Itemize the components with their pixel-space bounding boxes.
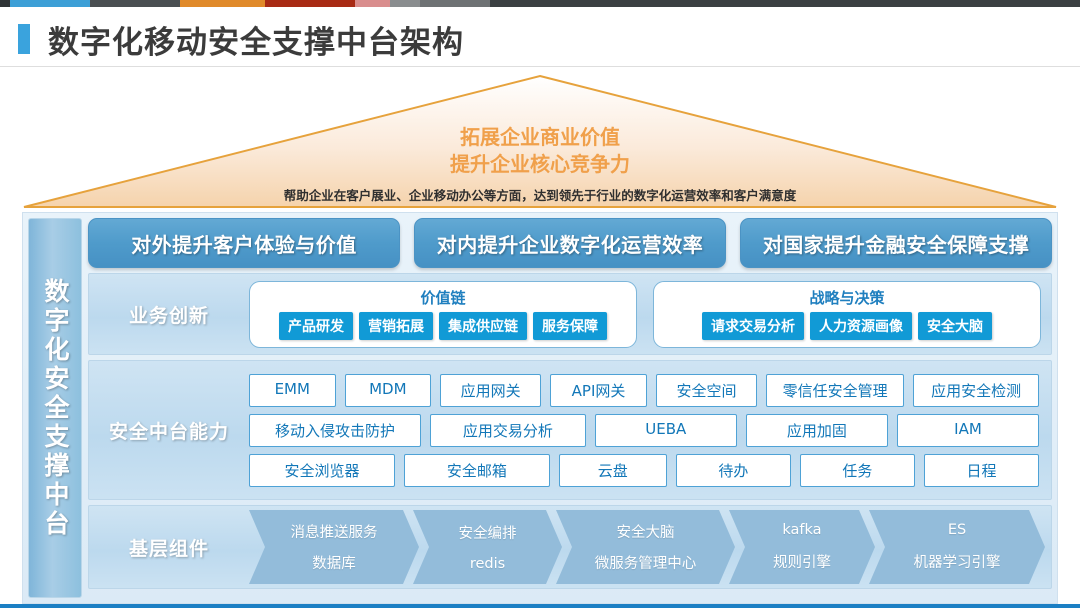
innovation-chip[interactable]: 产品研发 xyxy=(279,311,353,340)
innovation-group-title: 战略与决策 xyxy=(809,288,885,307)
innovation-group-title: 价值链 xyxy=(420,288,466,307)
top-bar-segment-4 xyxy=(265,0,355,7)
roof-triangle-shape xyxy=(23,74,1057,208)
top-bar-segment-8 xyxy=(490,0,1080,7)
innovation-group-1: 价值链产品研发营销拓展集成供应链服务保障 xyxy=(249,280,637,348)
roof-line-2: 提升企业核心竞争力 xyxy=(450,152,630,176)
layer-label-base-components: 基层组件 xyxy=(128,537,209,560)
capability-chip[interactable]: 待办 xyxy=(675,453,791,487)
page-title: 数字化移动安全支撑中台架构 xyxy=(48,24,464,61)
top-bar-segment-2 xyxy=(90,0,180,7)
innovation-group-2: 战略与决策请求交易分析人力资源画像安全大脑 xyxy=(653,280,1041,348)
capability-chip[interactable]: 零信任安全管理 xyxy=(766,373,905,407)
capability-chip[interactable]: 日程 xyxy=(923,453,1040,487)
layer-stack: 对外提升客户体验与价值 对内提升企业数字化运营效率 对国家提升金融安全保障支撑 业务… xyxy=(88,218,1052,598)
goal-banner-3[interactable]: 对国家提升金融安全保障支撑 xyxy=(740,218,1052,268)
base-component-arrow-top-label: ES xyxy=(947,522,967,539)
top-bar-segment-1 xyxy=(10,0,90,7)
capability-chip[interactable]: 应用加固 xyxy=(745,413,888,447)
base-component-arrow-3[interactable]: 安全大脑微服务管理中心 xyxy=(556,510,735,584)
base-component-arrow-top-label: kafka xyxy=(782,522,822,539)
base-component-arrow-bottom-label: 数据库 xyxy=(312,556,356,573)
goal-banner-label: 对国家提升金融安全保障支撑 xyxy=(762,232,1030,257)
top-bar-segment-0 xyxy=(0,0,10,7)
capability-chip[interactable]: 应用网关 xyxy=(440,373,542,407)
goal-banner-1[interactable]: 对外提升客户体验与价值 xyxy=(88,218,400,268)
base-component-arrow-top-label: 安全编排 xyxy=(458,526,517,543)
architecture-panel: 数字化安全支撑中台 对外提升客户体验与价值 对内提升企业数字化运营效率 对国家提升金… xyxy=(22,212,1058,604)
roof-banner: 拓展企业商业价值 提升企业核心竞争力 帮助企业在客户展业、企业移动办公等方面，达… xyxy=(22,74,1058,210)
platform-spine-label: 数字化安全支撑中台 xyxy=(41,277,70,539)
top-bar-segment-6 xyxy=(390,0,420,7)
goal-banner-label: 对内提升企业数字化运营效率 xyxy=(436,232,704,257)
capability-chip[interactable]: 任务 xyxy=(799,453,915,487)
platform-spine: 数字化安全支撑中台 xyxy=(28,218,82,598)
page-header: 数字化移动安全支撑中台架构 xyxy=(0,14,1080,67)
footer-rule xyxy=(0,604,1080,608)
capability-chip[interactable]: 安全空间 xyxy=(655,373,757,407)
base-component-arrow-1[interactable]: 消息推送服务数据库 xyxy=(249,510,419,584)
base-component-arrow-top-label: 安全大脑 xyxy=(616,524,675,541)
innovation-chip[interactable]: 集成供应链 xyxy=(439,311,527,340)
base-component-arrow-row: 消息推送服务数据库 安全编排 redis 安全大脑微服务管理中心 kafka 规则引擎 ES… xyxy=(249,510,1051,584)
capability-chip[interactable]: 安全邮箱 xyxy=(403,453,550,487)
innovation-chip-list: 产品研发营销拓展集成供应链服务保障 xyxy=(256,311,630,340)
capability-chip[interactable]: MDM xyxy=(344,373,432,407)
base-component-arrow-4[interactable]: kafka 规则引擎 xyxy=(729,510,875,584)
goal-banner-row: 对外提升客户体验与价值 对内提升企业数字化运营效率 对国家提升金融安全保障支撑 xyxy=(88,218,1052,268)
capability-chip[interactable]: 移动入侵攻击防护 xyxy=(249,413,422,447)
top-bar-segment-3 xyxy=(180,0,265,7)
goal-banner-label: 对外提升客户体验与价值 xyxy=(131,232,357,257)
base-component-arrow-bottom-label: redis xyxy=(469,555,506,572)
base-component-arrow-5[interactable]: ES 机器学习引擎 xyxy=(869,510,1045,584)
top-bar-segment-5 xyxy=(355,0,390,7)
capability-chip[interactable]: 安全浏览器 xyxy=(249,453,395,487)
innovation-chip[interactable]: 营销拓展 xyxy=(359,311,433,340)
layer-label-business-innovation: 业务创新 xyxy=(128,304,209,327)
top-color-bar xyxy=(0,0,1080,7)
capability-chip[interactable]: EMM xyxy=(249,373,336,407)
innovation-chip[interactable]: 服务保障 xyxy=(533,311,607,340)
innovation-group-row: 价值链产品研发营销拓展集成供应链服务保障战略与决策请求交易分析人力资源画像安全大… xyxy=(249,280,1051,348)
base-component-arrow-top-label: 消息推送服务 xyxy=(290,524,378,541)
roof-subtitle: 帮助企业在客户展业、企业移动办公等方面，达到领先于行业的数字化运营效率和客户满意… xyxy=(283,188,797,203)
innovation-chip[interactable]: 人力资源画像 xyxy=(810,311,912,340)
layer-label-security-capability: 安全中台能力 xyxy=(108,420,229,443)
layer-base-components: 基层组件 消息推送服务数据库 安全编排 redis 安全大脑微服务管理中心 kafka 规… xyxy=(88,505,1052,589)
innovation-chip[interactable]: 请求交易分析 xyxy=(702,311,804,340)
innovation-chip-list: 请求交易分析人力资源画像安全大脑 xyxy=(660,311,1034,340)
capability-chip[interactable]: 应用安全检测 xyxy=(913,373,1039,407)
capability-chip[interactable]: UEBA xyxy=(594,413,737,447)
goal-banner-2[interactable]: 对内提升企业数字化运营效率 xyxy=(414,218,726,268)
capability-chip[interactable]: 云盘 xyxy=(558,453,667,487)
layer-business-innovation: 业务创新 价值链产品研发营销拓展集成供应链服务保障战略与决策请求交易分析人力资源… xyxy=(88,273,1052,355)
top-bar-segment-7 xyxy=(420,0,490,7)
base-component-arrow-2[interactable]: 安全编排 redis xyxy=(413,510,562,584)
capability-chip[interactable]: 应用交易分析 xyxy=(430,413,586,447)
base-component-arrow-bottom-label: 微服务管理中心 xyxy=(594,556,697,573)
base-component-arrow-bottom-label: 规则引擎 xyxy=(773,554,831,571)
title-accent-bar xyxy=(18,24,30,54)
roof-line-1: 拓展企业商业价值 xyxy=(460,125,620,149)
innovation-chip[interactable]: 安全大脑 xyxy=(918,311,992,340)
header-divider xyxy=(0,66,1080,67)
capability-chip[interactable]: IAM xyxy=(896,413,1040,447)
capability-chip[interactable]: API网关 xyxy=(550,373,647,407)
base-component-arrow-bottom-label: 机器学习引擎 xyxy=(913,554,1001,571)
capability-row-3: 安全浏览器安全邮箱云盘待办任务日程 xyxy=(249,453,1040,487)
